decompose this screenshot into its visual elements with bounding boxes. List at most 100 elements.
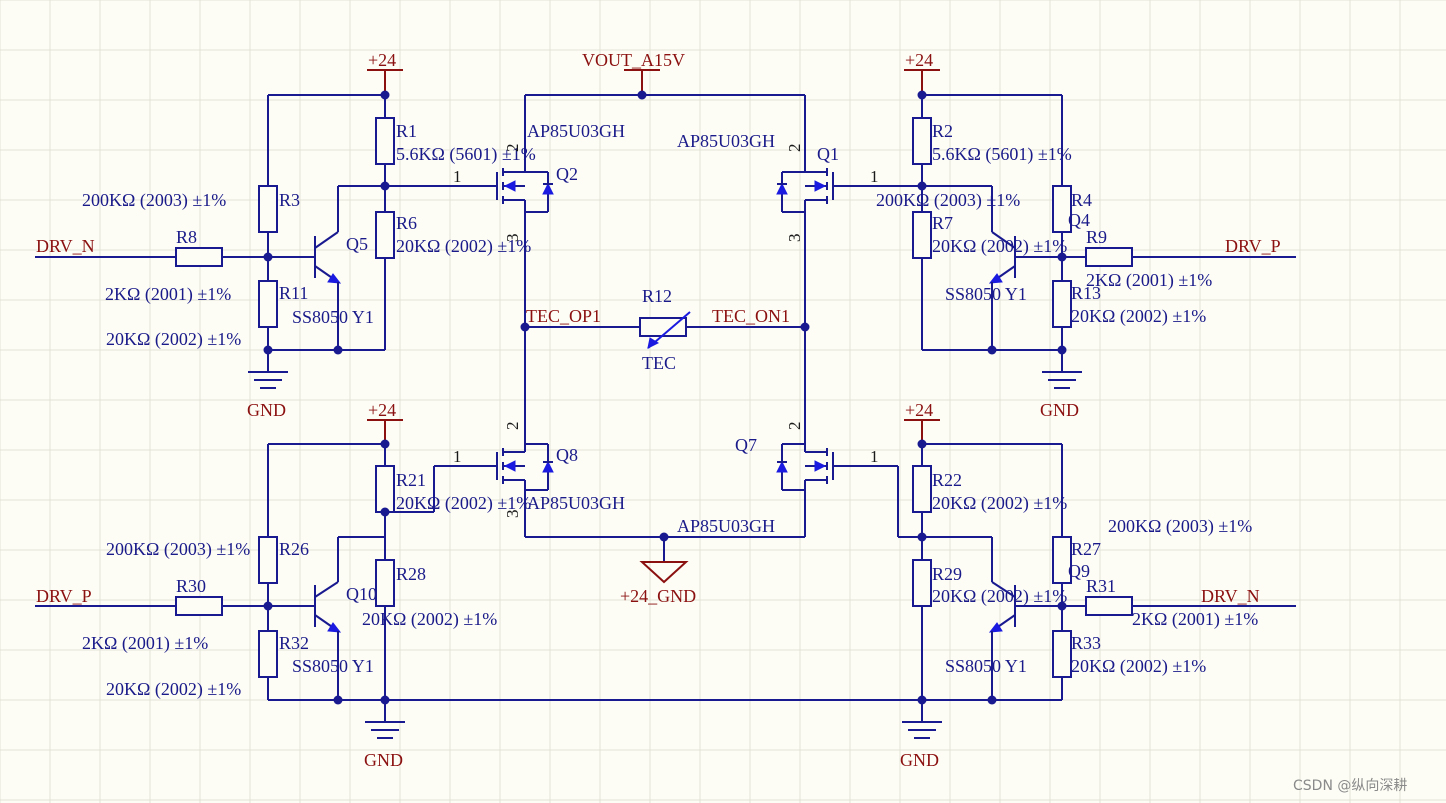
val-r2: 5.6KΩ (5601) ±1% <box>932 144 1072 165</box>
ref-r6: R6 <box>396 213 417 233</box>
val-r1: 5.6KΩ (5601) ±1% <box>396 144 536 165</box>
mosfet-q8 <box>434 440 554 491</box>
net-gnd-br: GND <box>900 750 939 770</box>
mosfet-q2 <box>385 140 554 230</box>
val-r27: 200KΩ (2003) ±1% <box>1108 516 1252 537</box>
pin-q8-3: 3 <box>503 510 522 519</box>
component-values: 5.6KΩ (5601) ±1% 5.6KΩ (5601) ±1% 200KΩ … <box>82 121 1258 700</box>
val-q2: AP85U03GH <box>527 121 625 141</box>
val-r8: 2KΩ (2001) ±1% <box>105 284 231 305</box>
driver-top-right <box>904 69 1296 389</box>
pin-q1-2: 2 <box>785 144 804 153</box>
pin-q2-3: 3 <box>503 234 522 243</box>
ref-r4: R4 <box>1071 190 1092 210</box>
val-r11: 20KΩ (2002) ±1% <box>106 329 241 350</box>
driver-top-left <box>35 69 403 389</box>
mosfet-q7 <box>776 440 898 491</box>
net-p24-tr: +24 <box>905 50 933 70</box>
val-q8: AP85U03GH <box>527 493 625 513</box>
net-gnd-tl: GND <box>247 400 286 420</box>
val-q7: AP85U03GH <box>677 516 775 536</box>
net-labels: VOUT_A15V +24 +24 +24 +24 GND GND GND GN… <box>36 50 1281 770</box>
net-gnd-tr: GND <box>1040 400 1079 420</box>
ref-r3: R3 <box>279 190 300 210</box>
val-q1: AP85U03GH <box>677 131 775 151</box>
net-p24-br: +24 <box>905 400 933 420</box>
val-r21: 20KΩ (2002) ±1% <box>396 493 531 514</box>
val-r9: 2KΩ (2001) ±1% <box>1086 270 1212 291</box>
net-p24-tl: +24 <box>368 50 396 70</box>
val-r22: 20KΩ (2002) ±1% <box>932 493 1067 514</box>
ref-q5: Q5 <box>346 234 368 254</box>
ref-r32: R32 <box>279 633 309 653</box>
val-r26: 200KΩ (2003) ±1% <box>106 539 250 560</box>
ref-r26: R26 <box>279 539 309 559</box>
net-tec-op: TEC_OP1 <box>526 306 601 326</box>
ref-r8: R8 <box>176 227 197 247</box>
pin-q8-2: 2 <box>503 422 522 431</box>
ref-r30: R30 <box>176 576 206 596</box>
ref-r22: R22 <box>932 470 962 490</box>
pin-q1-1: 1 <box>870 167 879 186</box>
val-q5: SS8050 Y1 <box>292 307 374 327</box>
val-r7: 20KΩ (2002) ±1% <box>932 236 1067 257</box>
ref-r13: R13 <box>1071 283 1101 303</box>
pin-q2-2: 2 <box>503 144 522 153</box>
val-q4: SS8050 Y1 <box>945 284 1027 304</box>
val-q9: SS8050 Y1 <box>945 656 1027 676</box>
ref-r7: R7 <box>932 213 953 233</box>
ref-r27: R27 <box>1071 539 1101 559</box>
ref-r28: R28 <box>396 564 426 584</box>
net-gnd-bl: GND <box>364 750 403 770</box>
net-drv-n-left: DRV_N <box>36 236 95 256</box>
net-drv-p-right: DRV_P <box>1225 236 1281 256</box>
designators: R1 R2 R3 R4 Q4 R6 R7 R8 R9 R11 R13 R12 Q… <box>176 121 1116 653</box>
ref-r2: R2 <box>932 121 953 141</box>
val-r6: 20KΩ (2002) ±1% <box>396 236 531 257</box>
pin-q7-2: 2 <box>785 422 804 431</box>
net-vout: VOUT_A15V <box>582 50 685 70</box>
val-r32: 20KΩ (2002) ±1% <box>106 679 241 700</box>
net-gnd24: +24_GND <box>620 586 696 606</box>
ref-r1: R1 <box>396 121 417 141</box>
net-tec-on: TEC_ON1 <box>712 306 790 326</box>
ref-r11: R11 <box>279 283 308 303</box>
pin-q2-1: 1 <box>453 167 462 186</box>
pin-q7-1: 1 <box>870 447 879 466</box>
val-r4: 200KΩ (2003) ±1% <box>876 190 1020 211</box>
net-drv-n-right: DRV_N <box>1201 586 1260 606</box>
ref-r29: R29 <box>932 564 962 584</box>
ref-r31: R31 <box>1086 576 1116 596</box>
val-r31: 2KΩ (2001) ±1% <box>1132 609 1258 630</box>
pin-q8-1: 1 <box>453 447 462 466</box>
ref-q8: Q8 <box>556 445 578 465</box>
ref-r33: R33 <box>1071 633 1101 653</box>
vout-bus <box>524 69 806 140</box>
net-drv-p-left: DRV_P <box>36 586 92 606</box>
mosfet-q1 <box>776 140 922 230</box>
val-q10: SS8050 Y1 <box>292 656 374 676</box>
ref-q2: Q2 <box>556 164 578 184</box>
ref-r12: R12 <box>642 286 672 306</box>
watermark: CSDN @纵向深耕 <box>1293 777 1407 794</box>
ref-q10: Q10 <box>346 584 377 604</box>
val-r13: 20KΩ (2002) ±1% <box>1071 306 1206 327</box>
val-r29: 20KΩ (2002) ±1% <box>932 586 1067 607</box>
pin-numbers: 1 2 3 1 2 3 1 2 3 1 2 <box>453 144 879 519</box>
val-r12: TEC <box>642 353 676 373</box>
ref-r9: R9 <box>1086 227 1107 247</box>
net-p24-bl: +24 <box>368 400 396 420</box>
val-r28: 20KΩ (2002) ±1% <box>362 609 497 630</box>
val-r33: 20KΩ (2002) ±1% <box>1071 656 1206 677</box>
val-r30: 2KΩ (2001) ±1% <box>82 633 208 654</box>
ref-q1: Q1 <box>817 144 839 164</box>
val-r3: 200KΩ (2003) ±1% <box>82 190 226 211</box>
pin-q1-3: 3 <box>785 234 804 243</box>
ref-q4: Q4 <box>1068 210 1090 230</box>
ref-q7: Q7 <box>735 435 757 455</box>
driver-bottom-left <box>35 419 922 739</box>
ref-q9: Q9 <box>1068 561 1090 581</box>
gnd24-bus <box>524 490 806 584</box>
